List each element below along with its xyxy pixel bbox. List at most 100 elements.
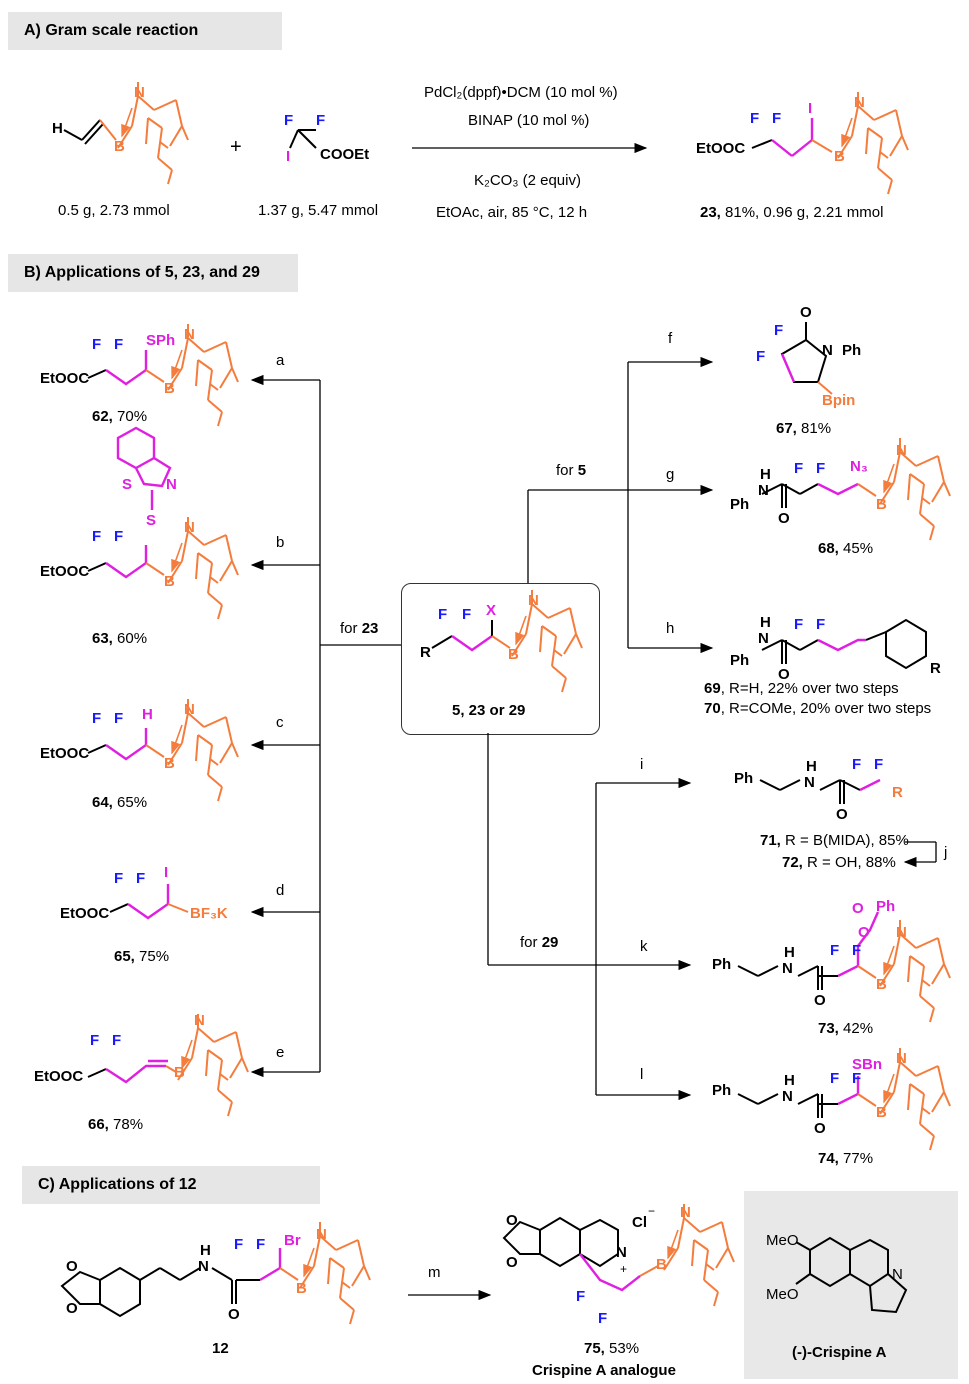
cooet-label: COOEt bbox=[320, 146, 370, 163]
product-72-label: 72, R = OH, 88% bbox=[782, 854, 896, 871]
conditions-below-2: EtOAc, air, 85 °C, 12 h bbox=[436, 204, 588, 221]
atom-f: F bbox=[90, 1032, 100, 1049]
atom-f: F bbox=[750, 110, 760, 127]
atom-n: N bbox=[184, 701, 195, 718]
atom-o: O bbox=[800, 304, 812, 321]
plus-sign: + bbox=[230, 136, 242, 158]
branch-for-29: for 29 bbox=[520, 934, 559, 951]
bf3k-label: BF₃K bbox=[190, 905, 228, 922]
product-66-label: 66, 78% bbox=[88, 1116, 144, 1133]
atom-f: F bbox=[92, 710, 102, 727]
atom-n: N bbox=[854, 94, 865, 111]
etooc-label: EtOOC bbox=[696, 140, 746, 157]
atom-nh: N bbox=[758, 630, 769, 647]
r-label: R bbox=[930, 660, 941, 677]
atom-n: N bbox=[184, 326, 195, 343]
product-75-label: 75, 53% bbox=[584, 1340, 640, 1357]
atom-f: F bbox=[114, 710, 124, 727]
atom-n: N bbox=[316, 1226, 327, 1243]
atom-o: O bbox=[66, 1300, 78, 1317]
ph-label: Ph bbox=[842, 342, 862, 359]
r-label: R bbox=[892, 784, 903, 801]
atom-i: I bbox=[164, 864, 169, 881]
atom-f: F bbox=[852, 756, 862, 773]
atom-f: F bbox=[114, 336, 124, 353]
product-73-label: 73, 42% bbox=[818, 1020, 874, 1037]
reagent1-amount: 0.5 g, 2.73 mmol bbox=[58, 202, 170, 219]
atom-b: B bbox=[174, 1064, 185, 1081]
atom-f: F bbox=[830, 1070, 840, 1087]
sbn-label: SBn bbox=[852, 1056, 882, 1073]
atom-f: F bbox=[794, 616, 804, 633]
atom-f: F bbox=[794, 460, 804, 477]
atom-f: F bbox=[874, 756, 884, 773]
etooc-label: EtOOC bbox=[40, 745, 90, 762]
atom-o: O bbox=[836, 806, 848, 823]
atom-f: F bbox=[136, 870, 146, 887]
ph-label: Ph bbox=[734, 770, 754, 787]
atom-h: H bbox=[760, 614, 771, 631]
br-label: Br bbox=[284, 1232, 301, 1249]
step-letter-d: d bbox=[276, 882, 285, 899]
section-header-a: A) Gram scale reaction bbox=[8, 12, 282, 50]
conditions-below-1: K₂CO₃ (2 equiv) bbox=[474, 172, 581, 189]
atom-h: H bbox=[784, 1072, 795, 1089]
step-letter-m: m bbox=[428, 1264, 441, 1281]
atom-f: F bbox=[256, 1236, 266, 1253]
atom-f: F bbox=[756, 348, 766, 365]
product-64-label: 64, 65% bbox=[92, 794, 148, 811]
atom-f: F bbox=[816, 616, 826, 633]
atom-n: N bbox=[896, 924, 907, 941]
reagent2-amount: 1.37 g, 5.47 mmol bbox=[258, 202, 379, 219]
cl-label: Cl bbox=[632, 1214, 647, 1231]
step-letter-h: h bbox=[666, 620, 675, 637]
product-62-label: 62, 70% bbox=[92, 408, 148, 425]
atom-h: H bbox=[52, 120, 63, 137]
atom-b: B bbox=[114, 138, 125, 155]
atom-f: F bbox=[576, 1288, 586, 1305]
atom-f: F bbox=[438, 606, 448, 623]
atom-nh: N bbox=[804, 774, 815, 791]
atom-i: I bbox=[286, 148, 291, 165]
central-substrate-box bbox=[401, 583, 600, 735]
atom-b: B bbox=[164, 573, 175, 590]
atom-f: F bbox=[852, 1070, 862, 1087]
atom-n: N bbox=[896, 442, 907, 459]
atom-f: F bbox=[92, 528, 102, 545]
atom-o: O bbox=[778, 510, 790, 527]
atom-h: H bbox=[760, 466, 771, 483]
step-letter-a: a bbox=[276, 352, 285, 369]
etooc-label: EtOOC bbox=[40, 563, 90, 580]
product-23-label: 23, 81%, 0.96 g, 2.21 mmol bbox=[700, 204, 884, 221]
atom-n: N bbox=[194, 1012, 205, 1029]
ph-label: Ph bbox=[712, 1082, 732, 1099]
start-12-label: 12 bbox=[212, 1340, 229, 1357]
atom-f: F bbox=[284, 112, 294, 129]
product-65-label: 65, 75% bbox=[114, 948, 170, 965]
atom-i: I bbox=[808, 100, 813, 117]
atom-f: F bbox=[816, 460, 826, 477]
atom-n: N bbox=[184, 519, 195, 536]
product-68-label: 68, 45% bbox=[818, 540, 874, 557]
product-71-label: 71, R = B(MIDA), 85% bbox=[760, 832, 909, 849]
atom-n: N bbox=[680, 1204, 691, 1221]
atom-b: B bbox=[876, 496, 887, 513]
atom-b: B bbox=[164, 380, 175, 397]
atom-b: B bbox=[164, 755, 175, 772]
branch-for-5: for 5 bbox=[556, 462, 587, 479]
step-letter-k: k bbox=[640, 938, 648, 955]
crispine-analogue-label: Crispine A analogue bbox=[532, 1362, 676, 1379]
sph-label: SPh bbox=[146, 332, 176, 349]
atom-o: O bbox=[814, 1120, 826, 1137]
step-letter-c: c bbox=[276, 714, 284, 731]
atom-nh: N bbox=[198, 1258, 209, 1275]
atom-n: N bbox=[528, 592, 539, 609]
atom-o: O bbox=[858, 924, 870, 941]
atom-h: H bbox=[200, 1242, 211, 1259]
atom-n: N bbox=[166, 476, 177, 493]
meo-label: MeO bbox=[766, 1232, 799, 1249]
section-header-b: B) Applications of 5, 23, and 29 bbox=[8, 254, 298, 292]
n3-label: N₃ bbox=[850, 458, 868, 475]
central-x: X bbox=[486, 602, 497, 619]
central-label: 5, 23 or 29 bbox=[452, 702, 526, 719]
